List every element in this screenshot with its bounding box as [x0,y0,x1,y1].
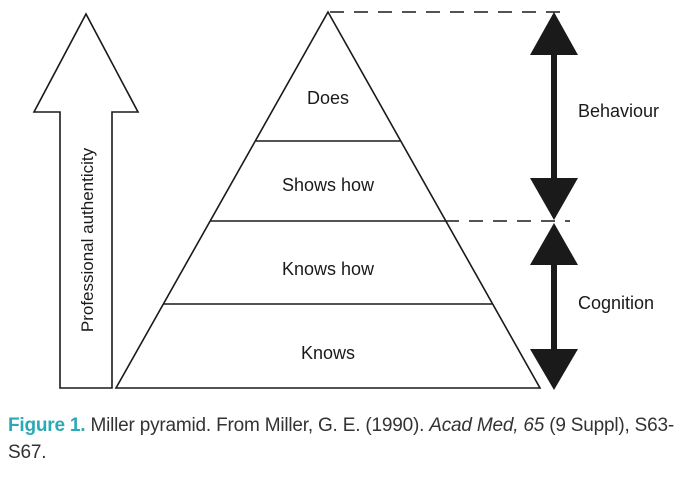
figure-number: Figure 1. [8,415,86,436]
level-does: Does [307,88,349,108]
level-knows-how: Knows how [282,259,375,279]
level-shows-how: Shows how [282,175,375,195]
figure-caption: Figure 1. Miller pyramid. From Miller, G… [8,412,676,466]
caption-journal: Acad Med, 65 [429,415,545,436]
behaviour-label: Behaviour [578,101,659,121]
miller-pyramid-diagram: Professional authenticity Does Shows how… [32,10,659,390]
professional-authenticity-arrow [32,12,140,389]
cognition-label: Cognition [578,293,654,313]
cognition-double-arrow [530,223,578,390]
side-arrow-label: Professional authenticity [78,147,97,332]
level-knows: Knows [301,343,355,363]
pyramid-outline [114,10,542,389]
caption-pages: S63-S67. [8,415,674,463]
behaviour-double-arrow [530,12,578,220]
caption-issue: (9 Suppl), [549,415,630,436]
caption-main-text: Miller pyramid. From Miller, G. E. (1990… [90,415,425,436]
